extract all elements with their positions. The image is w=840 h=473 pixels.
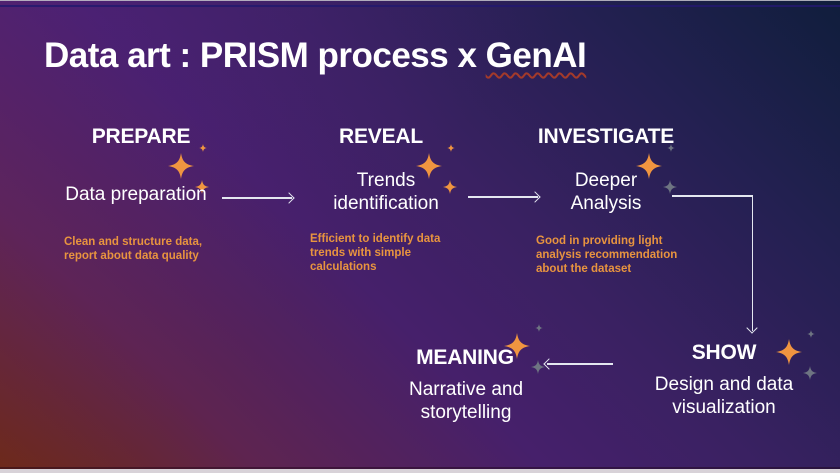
arrow-line (547, 363, 613, 365)
title-genai-spellchecked: GenAI (485, 36, 587, 75)
step-meaning-subtitle: Narrative and storytelling (408, 379, 524, 423)
star-small (531, 360, 545, 374)
star-tiny (667, 144, 675, 152)
star-tiny (807, 330, 815, 338)
star-big (168, 153, 194, 179)
arrowhead-right-icon (283, 192, 295, 204)
step-investigate-label: INVESTIGATE (537, 125, 675, 148)
star-small (803, 366, 817, 380)
step-investigate-subtitle: Deeper Analysis (570, 170, 642, 214)
arrow-investigate-to-show (672, 191, 758, 336)
sparkle-icon (636, 144, 682, 200)
step-investigate-note: Good in providing light analysis recomme… (536, 235, 678, 276)
bottom-border-light (0, 469, 840, 473)
step-prepare-subtitle: Data preparation (65, 184, 207, 205)
star-big (636, 153, 662, 179)
star-big (504, 333, 530, 359)
step-prepare-label: PREPARE (91, 125, 191, 148)
sparkle-icon (776, 330, 822, 386)
star-small (443, 180, 457, 194)
arrowhead-down-icon (746, 322, 758, 334)
sparkle-icon (168, 144, 214, 200)
step-meaning-label: MEANING (416, 346, 514, 369)
star-tiny (535, 324, 543, 332)
bottom-border-dark (0, 467, 840, 469)
sparkle-icon (504, 324, 550, 380)
star-tiny (199, 144, 207, 152)
sparkle-icon (416, 144, 462, 200)
step-reveal-subtitle: Trends identification (333, 170, 439, 214)
top-border-dark (0, 5, 840, 7)
step-show-subtitle: Design and data visualization (654, 374, 794, 418)
star-small (195, 180, 209, 194)
arrow-show-to-meaning (543, 358, 615, 370)
arrow-line-vertical (751, 195, 754, 331)
top-border-light (0, 0, 840, 1)
arrow-line (468, 196, 538, 198)
title-text: Data art : PRISM process x (44, 36, 486, 75)
star-big (776, 339, 802, 365)
arrow-line-horizontal (672, 195, 753, 197)
arrow-line (222, 197, 292, 199)
star-big (416, 153, 442, 179)
arrow-reveal-to-investigate (468, 191, 541, 203)
step-reveal-label: REVEAL (339, 125, 423, 148)
star-small (663, 180, 677, 194)
step-prepare-note: Clean and structure data, report about d… (64, 236, 203, 263)
star-tiny (447, 144, 455, 152)
step-reveal-note: Efficient to identify data trends with s… (310, 233, 441, 274)
arrow-prepare-to-reveal (222, 192, 295, 204)
slide-title: Data art : PRISM process x GenAI (44, 36, 587, 76)
step-show-label: SHOW (691, 341, 757, 364)
